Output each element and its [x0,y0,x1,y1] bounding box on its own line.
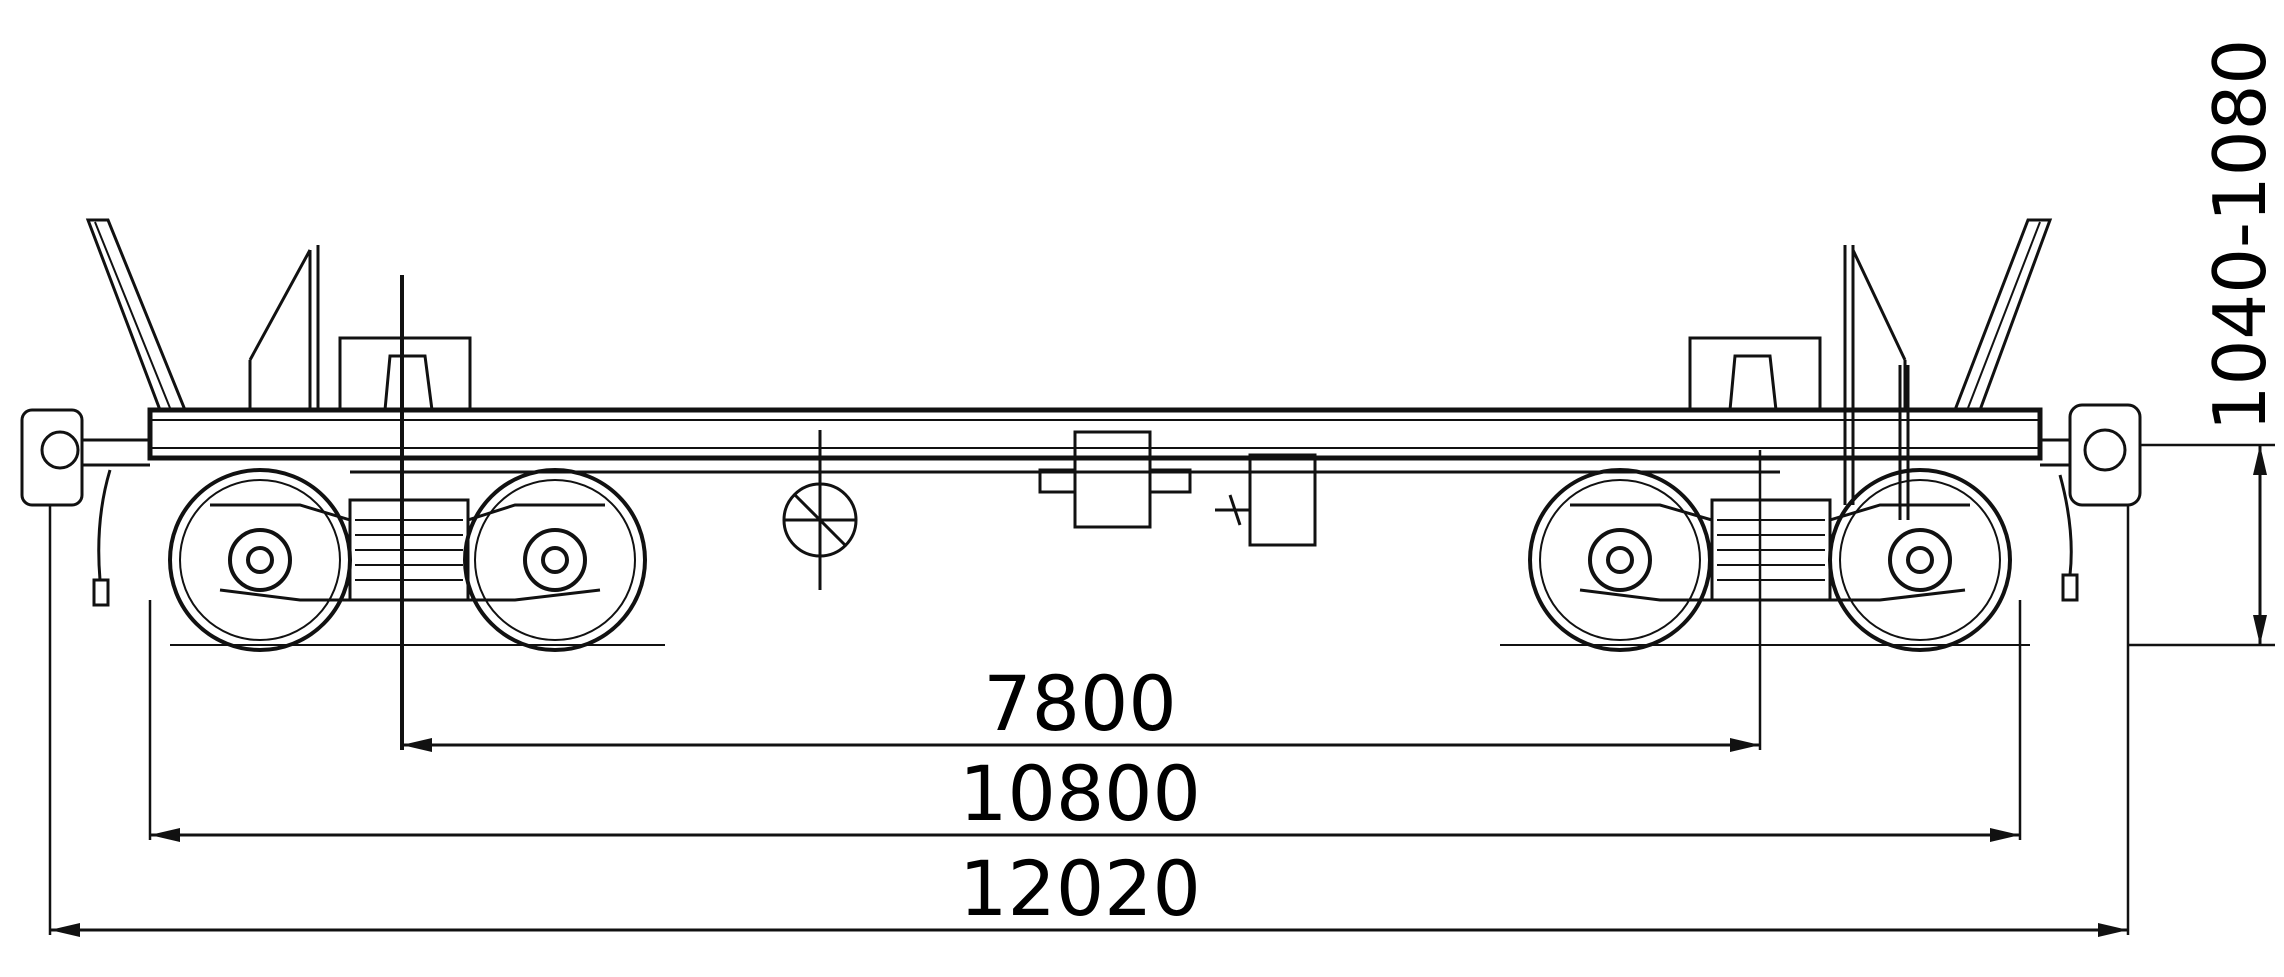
right-end-stanchions [1843,218,2053,520]
dim-label-coupler-height: 1040-1080 [2198,39,2282,431]
dim-label-12020: 12020 [959,844,1201,933]
right-bogie [1500,468,2030,652]
right-bogie-wheel-2 [1828,468,2012,652]
container-lock-left [338,336,472,412]
dimension-10800: 10800 [150,749,2020,842]
dimension-12020: 12020 [50,844,2128,937]
left-end-stanchions [85,218,320,412]
container-lock-right [1688,336,1822,412]
extension-lines [48,275,2275,935]
air-reservoir [1215,453,1317,547]
left-bogie [168,468,665,652]
dim-label-10800: 10800 [959,749,1201,838]
underframe [147,407,2043,474]
brake-cylinder [1038,430,1192,529]
left-bogie-wheel-2 [463,468,647,652]
dimension-coupler-height: 1040-1080 [2198,39,2282,645]
dimension-7800: 7800 [402,659,1760,752]
dim-label-7800: 7800 [983,659,1176,748]
brake-handwheel [782,430,858,590]
right-bogie-wheel-1 [1528,468,1712,652]
left-bogie-springs [355,519,463,581]
left-bogie-wheel-1 [168,468,352,652]
left-coupler [20,408,150,607]
right-bogie-springs [1717,519,1825,581]
right-coupler [2040,403,2142,602]
